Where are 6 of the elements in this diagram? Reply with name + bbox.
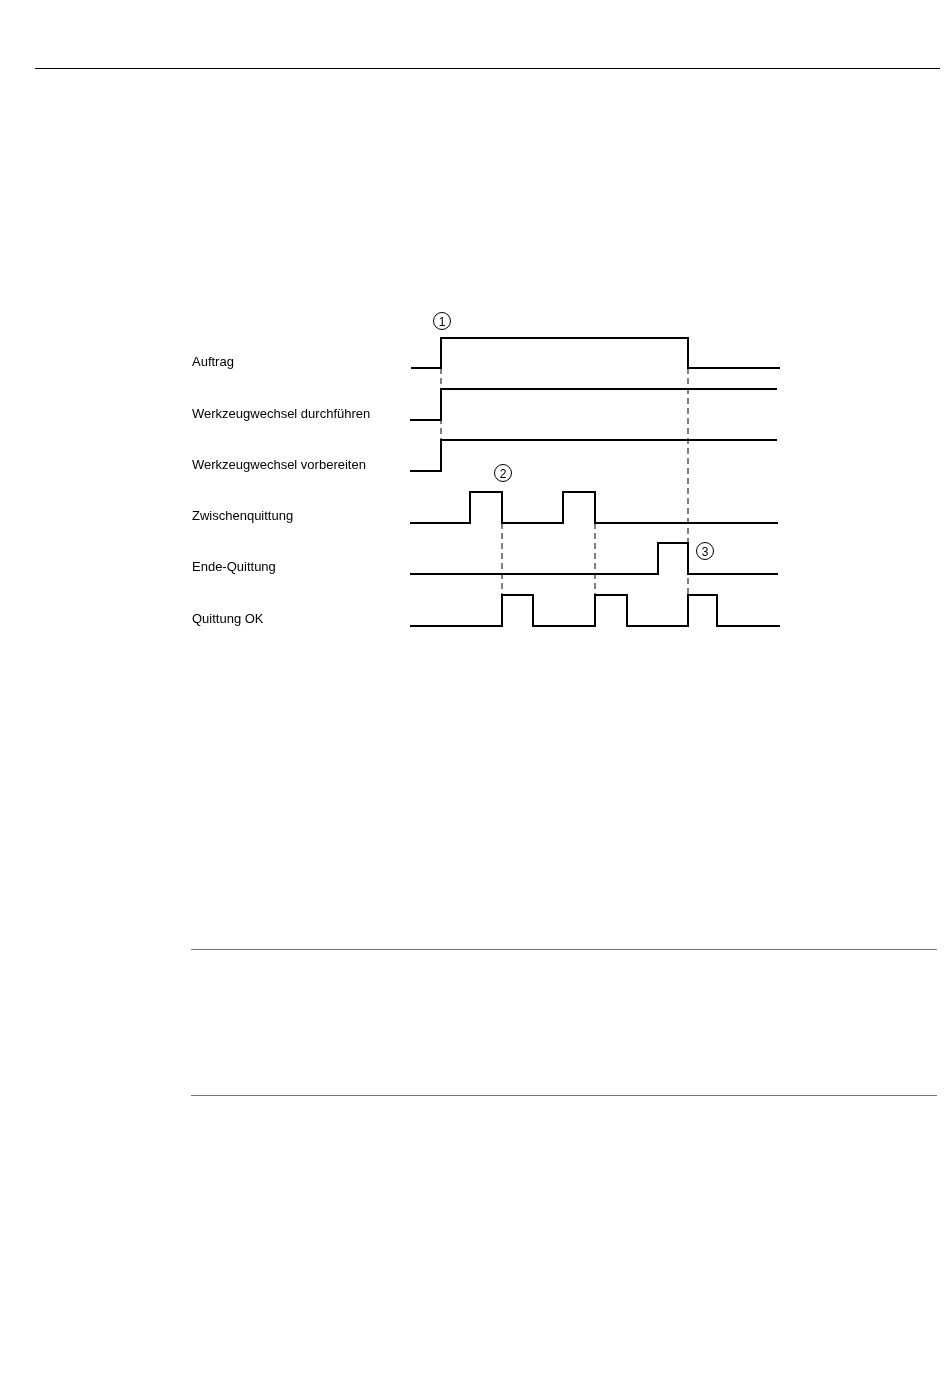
signal-name: Zwischenquittung <box>192 508 294 524</box>
signal-name: Ende-Quittung <box>192 559 276 575</box>
signal-name: Werkzeugwechsel vorbereiten <box>192 457 366 473</box>
signal-name: Quittung OK <box>192 611 264 627</box>
signal-name: Auftrag <box>192 354 234 370</box>
signal-name: Werkzeugwechsel durchführen <box>192 406 371 422</box>
